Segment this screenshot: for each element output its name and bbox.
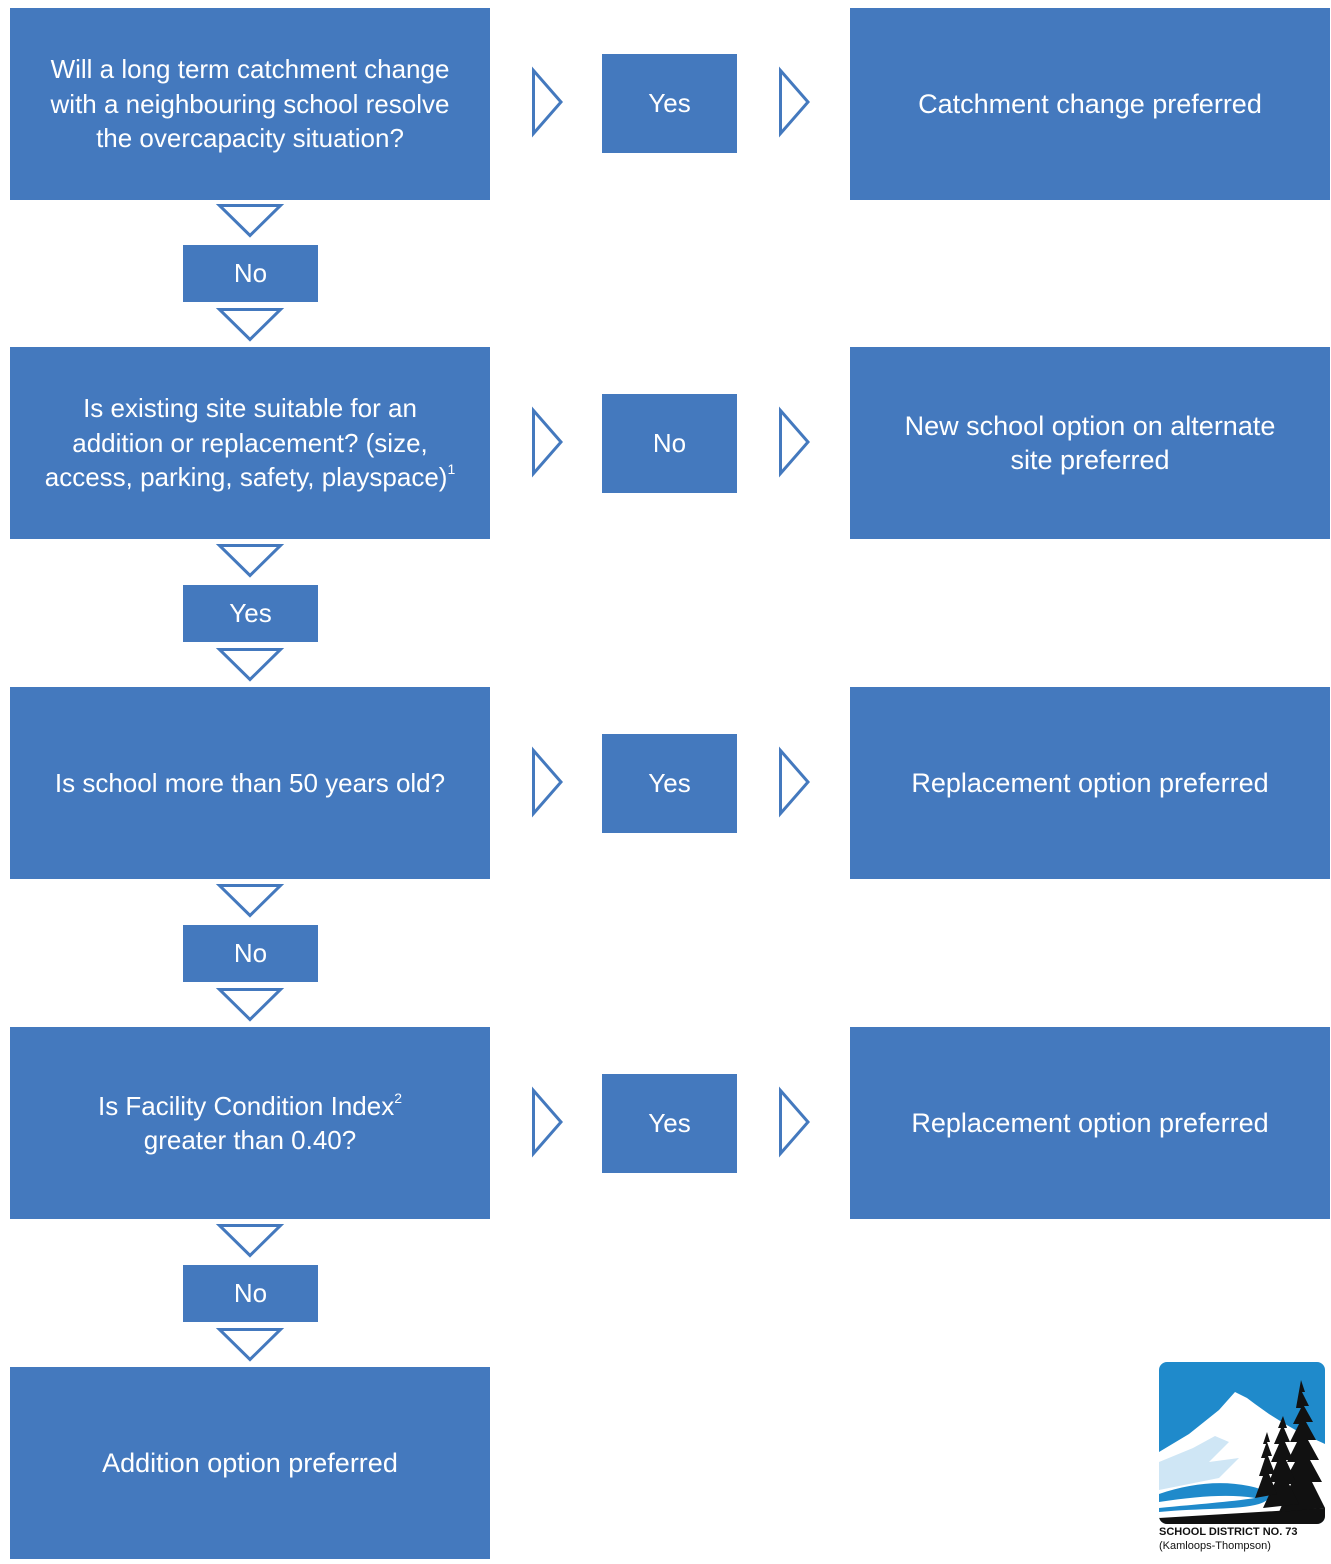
result-text-2: New school option on alternate site pref…	[904, 411, 1276, 475]
result-box-4: Replacement option preferred	[850, 1027, 1330, 1219]
arrow-down-icon	[215, 1224, 285, 1258]
logo-subtitle: (Kamloops-Thompson)	[1159, 1540, 1271, 1552]
arrow-right-icon	[779, 1086, 810, 1158]
branch-label-text-4: Yes	[648, 1108, 691, 1138]
branch-label-1: Yes	[602, 54, 737, 153]
result-text-3: Replacement option preferred	[911, 768, 1269, 798]
arrow-down-icon	[215, 544, 285, 578]
question-text-1: Will a long term catchment change with a…	[50, 54, 450, 154]
arrow-down-icon	[215, 884, 285, 918]
result-box-1: Catchment change preferred	[850, 8, 1330, 200]
branch-label-4: Yes	[602, 1074, 737, 1173]
mountain-trees-logo-icon	[1159, 1362, 1325, 1524]
school-district-logo: SCHOOL DISTRICT NO. 73 (Kamloops-Thompso…	[1159, 1362, 1325, 1564]
result-text-1: Catchment change preferred	[918, 89, 1262, 119]
final-result-text: Addition option preferred	[102, 1447, 398, 1478]
question-text-4: Is Facility Condition Index2 greater than…	[98, 1089, 402, 1158]
arrow-right-icon	[779, 746, 810, 818]
branch-label-3: Yes	[602, 734, 737, 833]
next-label-1: No	[183, 245, 318, 302]
arrow-down-icon	[215, 988, 285, 1022]
result-box-2: New school option on alternate site pref…	[850, 347, 1330, 539]
arrow-right-icon	[779, 66, 810, 138]
arrow-down-icon	[215, 1328, 285, 1362]
branch-label-text-3: Yes	[648, 768, 691, 798]
next-label-text-4: No	[233, 1278, 268, 1308]
result-box-3: Replacement option preferred	[850, 687, 1330, 879]
next-label-text-1: No	[233, 258, 268, 288]
footnote-marker-1: 1	[447, 461, 456, 478]
arrow-down-icon	[215, 204, 285, 238]
question-text-4-line2: greater than 0.40?	[143, 1125, 357, 1155]
logo-title: SCHOOL DISTRICT NO. 73	[1159, 1526, 1298, 1538]
question-box-3: Is school more than 50 years old?	[10, 687, 490, 879]
footnote-marker-2: 2	[394, 1089, 403, 1106]
question-text-2-main: Is existing site suitable for an additio…	[44, 393, 448, 493]
question-box-4: Is Facility Condition Index2 greater than…	[10, 1027, 490, 1219]
question-box-1: Will a long term catchment change with a…	[10, 8, 490, 200]
branch-label-2: No	[602, 394, 737, 493]
next-label-3: No	[183, 925, 318, 982]
arrow-right-icon	[532, 66, 563, 138]
next-label-text-2: Yes	[229, 598, 272, 628]
arrow-right-icon	[532, 406, 563, 478]
arrow-down-icon	[215, 308, 285, 342]
question-box-2: Is existing site suitable for an additio…	[10, 347, 490, 539]
arrow-down-icon	[215, 648, 285, 682]
branch-label-text-1: Yes	[648, 88, 691, 118]
next-label-4: No	[183, 1265, 318, 1322]
next-label-2: Yes	[183, 585, 318, 642]
question-text-2: Is existing site suitable for an additio…	[40, 391, 460, 495]
arrow-right-icon	[532, 746, 563, 818]
result-text-4: Replacement option preferred	[911, 1108, 1269, 1138]
question-text-3: Is school more than 50 years old?	[54, 767, 446, 798]
arrow-right-icon	[532, 1086, 563, 1158]
next-label-text-3: No	[233, 938, 268, 968]
question-text-4-line1: Is Facility Condition Index	[97, 1090, 395, 1121]
final-result-box: Addition option preferred	[10, 1367, 490, 1559]
arrow-right-icon	[779, 406, 810, 478]
branch-label-text-2: No	[652, 428, 687, 458]
